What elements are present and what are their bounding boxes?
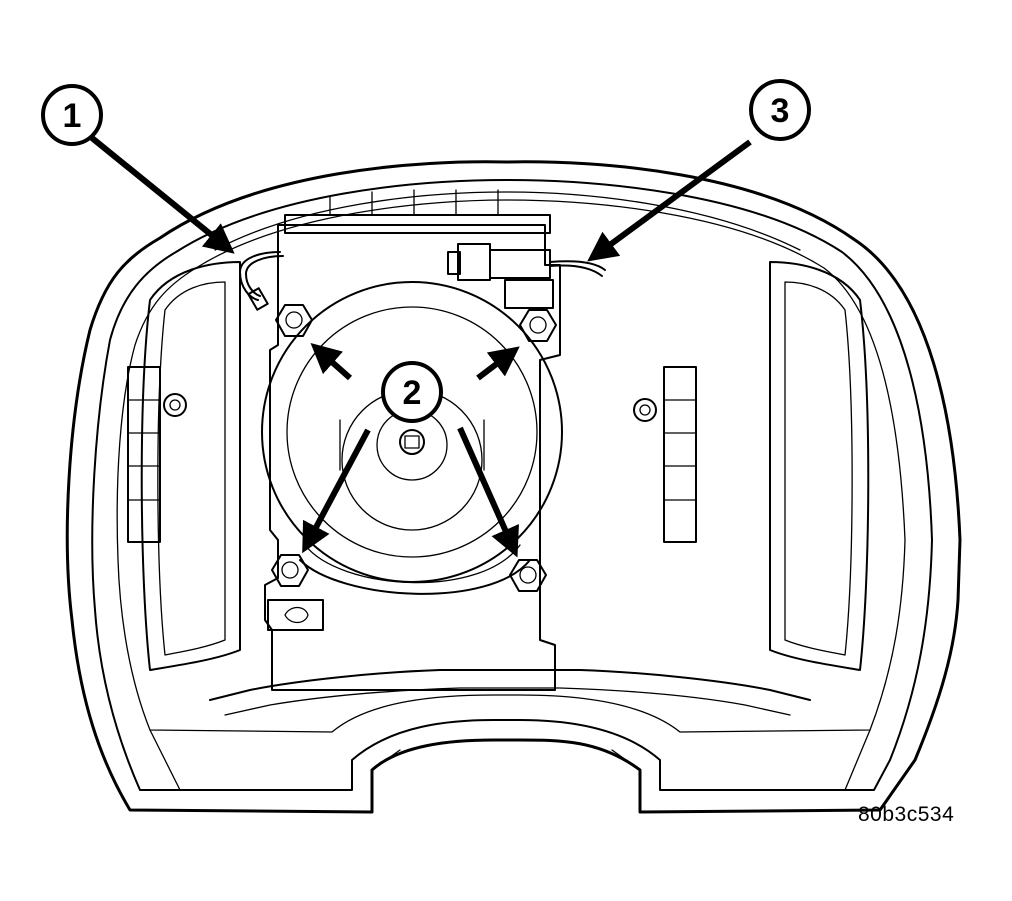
left-side-clips [127,366,187,543]
leader-arrow-2-upper-left [310,343,352,381]
leader-arrow-1 [90,135,235,254]
inner-housing [140,261,870,671]
svg-text:1: 1 [63,97,82,135]
leader-arrow-3 [587,139,752,262]
right-side-clips [633,366,697,543]
callout-3: 3 [749,79,811,141]
mounting-nut-upper-right [519,309,557,342]
horn-switch-wire [239,251,284,311]
leader-arrow-2-lower-right [457,426,519,558]
callout-1: 1 [41,84,103,146]
leader-arrow-2-upper-right [476,346,520,381]
mounting-nut-lower-right [509,559,547,592]
airbag-connector [447,243,606,309]
mounting-nut-upper-left [275,304,313,337]
airbag-module-plate [261,214,563,691]
figure-id-label: 80b3c534 [858,803,955,826]
mounting-nut-lower-left [271,554,309,587]
svg-text:2: 2 [403,374,422,412]
leader-arrows [90,135,752,558]
svg-text:3: 3 [771,92,790,130]
leader-arrow-2-lower-left [302,428,371,554]
trim-cover-outline [65,160,962,814]
callout-2: 2 [381,361,443,423]
